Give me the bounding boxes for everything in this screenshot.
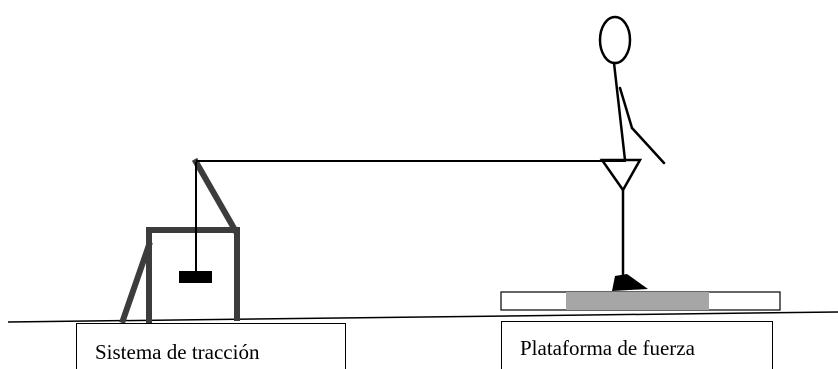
weight [179,271,212,283]
platform-sensor [566,292,709,310]
force-platform-label: Plataforma de fuerza [501,321,773,369]
figure-head [598,15,632,65]
stick-figure [598,15,666,280]
traction-arm [191,157,240,235]
figure-upper-arm [618,86,634,130]
traction-system-label: Sistema de tracción [76,323,346,369]
figure-harness [599,158,643,193]
figure-foot [612,274,648,291]
traction-frame-brace [119,241,153,324]
traction-system-label-text: Sistema de tracción [95,340,260,364]
traction-system [119,157,240,324]
force-platform-label-text: Plataforma de fuerza [520,336,695,360]
figure-forearm [630,126,666,165]
figure-torso [612,61,627,162]
